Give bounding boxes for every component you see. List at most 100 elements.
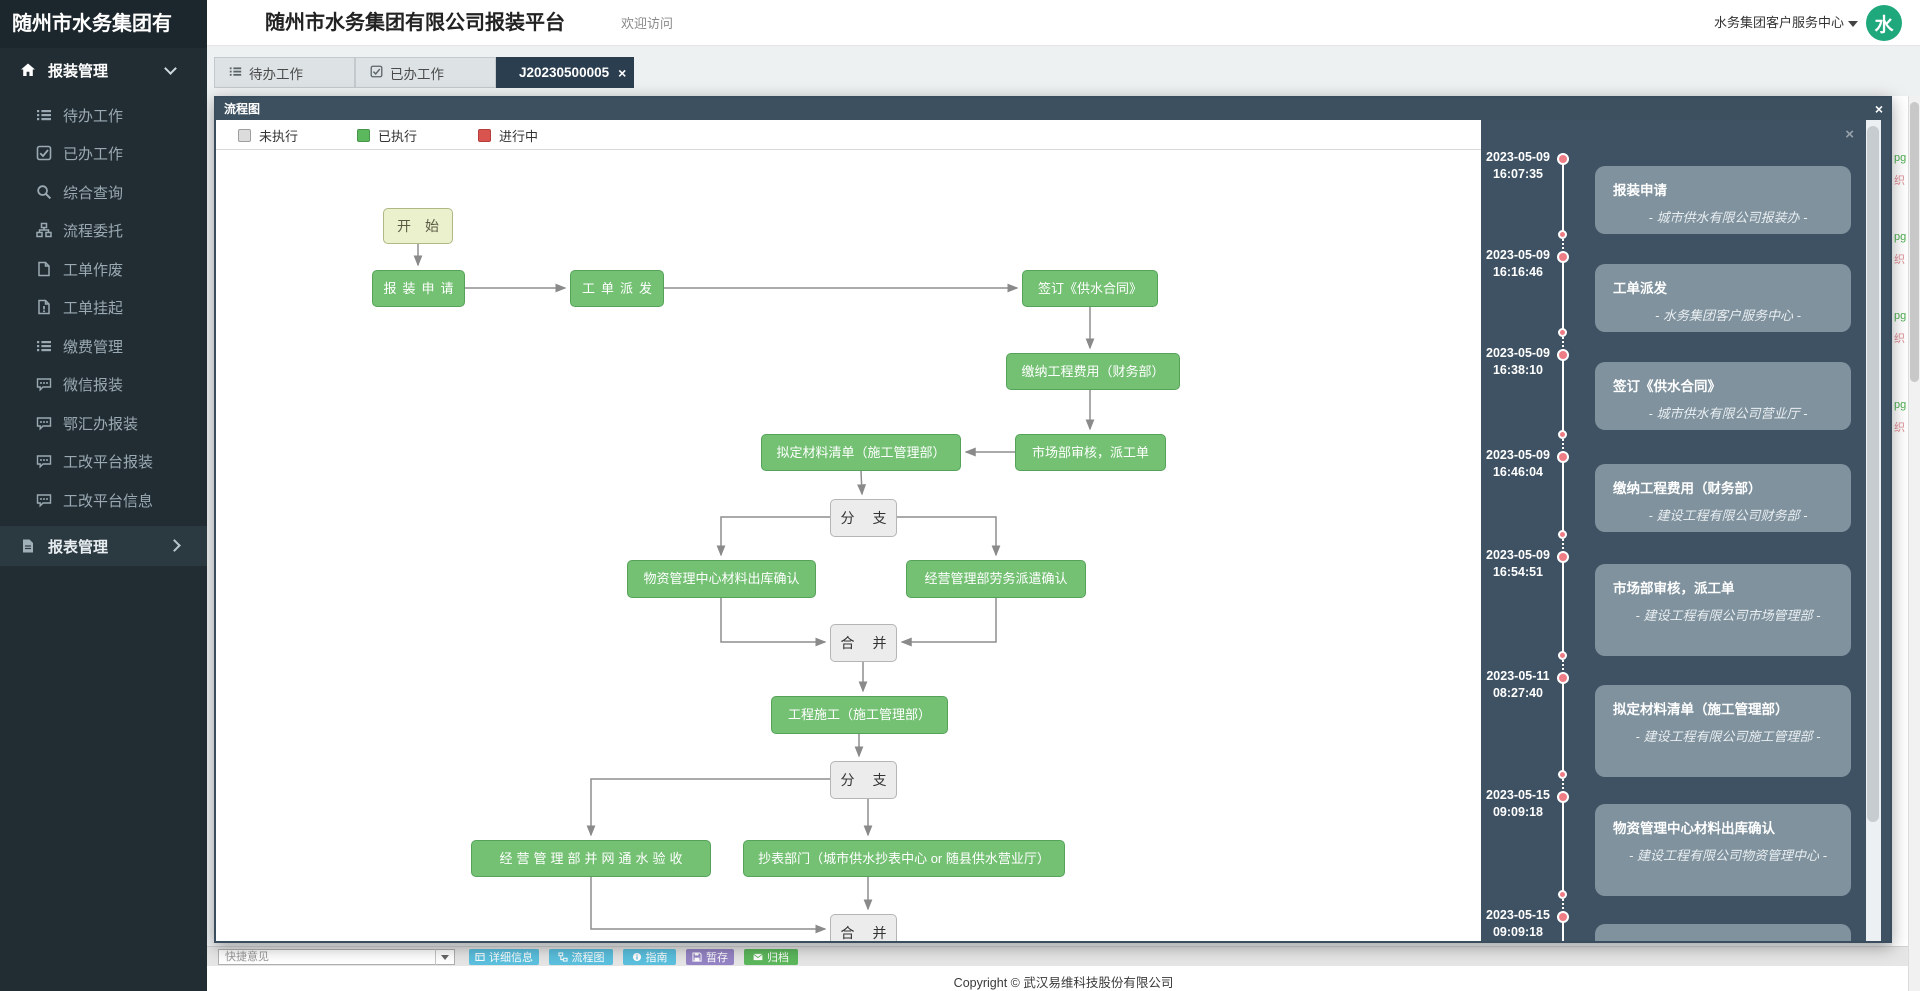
action-bar: 快捷意见 详细信息 流程图 指南 暂存 归档 xyxy=(207,946,1920,966)
sidebar-item-label: 待办工作 xyxy=(63,107,124,125)
avatar[interactable]: 水 xyxy=(1866,5,1902,41)
comment-icon xyxy=(36,415,52,431)
user-center-menu[interactable]: 水务集团客户服务中心 xyxy=(1713,15,1844,30)
modal-header: 流程图 × xyxy=(216,98,1890,120)
close-icon[interactable]: × xyxy=(618,64,627,81)
attachment-link-fragment[interactable]: pg xyxy=(1894,152,1907,164)
timeline-card: 签订《供水合同》 - 城市供水有限公司营业厅 - xyxy=(1595,362,1851,430)
timeline-card-dept: - 建设工程有限公司物资管理中心 - xyxy=(1629,848,1827,863)
search-icon xyxy=(36,184,52,200)
tab-workorder-J20230500005[interactable]: J20230500005 × xyxy=(496,57,634,88)
legend-label: 未执行 xyxy=(259,128,299,144)
tab-todo-work[interactable]: 待办工作 xyxy=(214,57,355,88)
timeline-card: 经营管理部劳务派遣确认 xyxy=(1595,924,1851,941)
footer: Copyright © 武汉易维科技股份有限公司 xyxy=(207,966,1920,991)
underlying-page-sliver: pg 织 pg 织 pg 织 pg 织 xyxy=(1892,96,1908,946)
flow-node-merge2: 合并 xyxy=(830,914,897,941)
timeline-card: 拟定材料清单（施工管理部） - 建设工程有限公司施工管理部 - xyxy=(1595,685,1851,777)
legend-green-swatch xyxy=(357,128,370,142)
timeline-card-title: 拟定材料清单（施工管理部） xyxy=(1613,702,1789,717)
timeline-date: 2023-05-09 16:07:35 xyxy=(1481,149,1555,183)
flow-node-market-review: 市场部审核，派工单 xyxy=(1015,434,1166,471)
button-label: 指南 xyxy=(645,952,668,964)
tab-done-work[interactable]: 已办工作 xyxy=(355,57,496,88)
sidebar-item-微信报装[interactable]: 微信报装 xyxy=(0,365,207,403)
flow-node-payment: 缴纳工程费用（财务部） xyxy=(1006,353,1180,390)
timeline-card-title: 报装申请 xyxy=(1613,183,1667,198)
quick-opinion-select[interactable]: 快捷意见 xyxy=(218,949,455,965)
modal-scrollbar[interactable] xyxy=(1866,120,1881,941)
sidebar-item-label: 工改平台报装 xyxy=(63,453,154,471)
sidebar-item-工单作废[interactable]: 工单作废 xyxy=(0,250,207,288)
timeline-date-text: 2023-05-09 xyxy=(1486,548,1550,562)
attachment-link-fragment[interactable]: pg xyxy=(1894,310,1907,322)
sidebar-group-install-management[interactable]: 报装管理 xyxy=(0,48,207,92)
legend-red-swatch xyxy=(478,128,491,142)
timeline-card-title: 物资管理中心材料出库确认 xyxy=(1613,821,1775,836)
sidebar-item-鄂汇办报装[interactable]: 鄂汇办报装 xyxy=(0,404,207,442)
sidebar-item-label: 报表管理 xyxy=(48,538,109,556)
timeline-dotted-line xyxy=(1562,534,1564,557)
timeline-dot xyxy=(1557,153,1569,165)
attachment-link-fragment[interactable]: pg xyxy=(1894,399,1907,411)
sidebar-item-工改平台报装[interactable]: 工改平台报装 xyxy=(0,442,207,480)
sidebar-item-todo-work[interactable]: 待办工作 xyxy=(0,96,207,134)
timeline-mid-dot xyxy=(1558,651,1567,660)
timeline-time-text: 16:07:35 xyxy=(1492,167,1544,181)
tab-label: 待办工作 xyxy=(249,66,303,82)
topbar: 随州市水务集团有限公司报装平台 欢迎访问 水务集团客户服务中心 水 xyxy=(207,0,1920,46)
flow-node-merge1: 合并 xyxy=(830,624,897,662)
timeline-card-title: 经营管理部劳务派遣确认 xyxy=(1595,924,1851,941)
sidebar-item-工单挂起[interactable]: 工单挂起 xyxy=(0,288,207,326)
detail-info-button[interactable]: 详细信息 xyxy=(469,949,539,965)
page-scrollbar-thumb[interactable] xyxy=(1910,102,1919,382)
select-caret-icon[interactable] xyxy=(435,949,453,965)
modal-close-icon[interactable]: × xyxy=(1874,101,1883,117)
sidebar-item-done-work[interactable]: 已办工作 xyxy=(0,134,207,172)
timeline-date-text: 2023-05-09 xyxy=(1486,448,1550,462)
page-scrollbar[interactable] xyxy=(1908,96,1920,991)
flow-node-acceptance: 经营管理部并网通水验收 xyxy=(471,840,711,877)
timeline-time-text: 16:54:51 xyxy=(1492,565,1544,579)
flow-node-branch1: 分支 xyxy=(830,499,897,537)
info-icon xyxy=(632,952,641,962)
timeline-dot xyxy=(1557,251,1569,263)
timeline-dot xyxy=(1557,672,1569,684)
org-text-fragment: 织 xyxy=(1894,333,1905,345)
button-label: 详细信息 xyxy=(489,952,533,964)
sidebar-item-label: 工改平台信息 xyxy=(63,492,154,510)
flow-chart-button[interactable]: 流程图 xyxy=(549,949,613,965)
sidebar-item-流程委托[interactable]: 流程委托 xyxy=(0,211,207,249)
welcome-text: 欢迎访问 xyxy=(621,16,674,31)
sidebar-item-工改平台信息[interactable]: 工改平台信息 xyxy=(0,481,207,519)
timeline-card-title: 缴纳工程费用（财务部） xyxy=(1613,481,1762,496)
copyright-text: Copyright © 武汉易维科技股份有限公司 xyxy=(953,976,1174,990)
timeline-close-icon[interactable]: × xyxy=(1845,126,1854,143)
archive-button[interactable]: 归档 xyxy=(744,949,798,965)
timeline-time-text: 16:16:46 xyxy=(1492,265,1544,279)
sidebar-item-综合查询[interactable]: 综合查询 xyxy=(0,173,207,211)
org-text-fragment: 织 xyxy=(1894,254,1905,266)
guide-button[interactable]: 指南 xyxy=(623,949,676,965)
save-draft-button[interactable]: 暂存 xyxy=(686,949,734,965)
sidebar-item-label: 鄂汇办报装 xyxy=(63,415,139,433)
legend-executed: 已执行 xyxy=(357,120,417,150)
sidebar-item-label: 工单挂起 xyxy=(63,299,124,317)
timeline-dotted-line xyxy=(1562,894,1564,917)
timeline-dot xyxy=(1557,551,1569,563)
modal-scrollbar-thumb[interactable] xyxy=(1867,126,1879,822)
app-logo: 随州市水务集团有 xyxy=(0,0,207,48)
flow-chart-modal: 流程图 × 未执行 已执行 进行中 xyxy=(214,96,1892,943)
chevron-down-icon xyxy=(164,62,177,75)
caret-down-icon[interactable] xyxy=(1848,21,1858,27)
button-label: 流程图 xyxy=(571,952,605,964)
sidebar-item-缴费管理[interactable]: 缴费管理 xyxy=(0,327,207,365)
flow-chart-canvas: 开始 报装申请 工单派发 签订《供水合同》 缴纳工程费用（财务部） 拟定材料清单… xyxy=(216,150,1481,941)
timeline-date: 2023-05-09 16:46:04 xyxy=(1481,447,1555,481)
timeline-date-text: 2023-05-09 xyxy=(1486,346,1550,360)
timeline-card-title: 签订《供水合同》 xyxy=(1613,379,1721,394)
attachment-link-fragment[interactable]: pg xyxy=(1894,231,1907,243)
sidebar-item-report-management[interactable]: 报表管理 xyxy=(0,526,207,566)
tab-bar: 待办工作 已办工作 J20230500005 × xyxy=(207,46,1920,96)
